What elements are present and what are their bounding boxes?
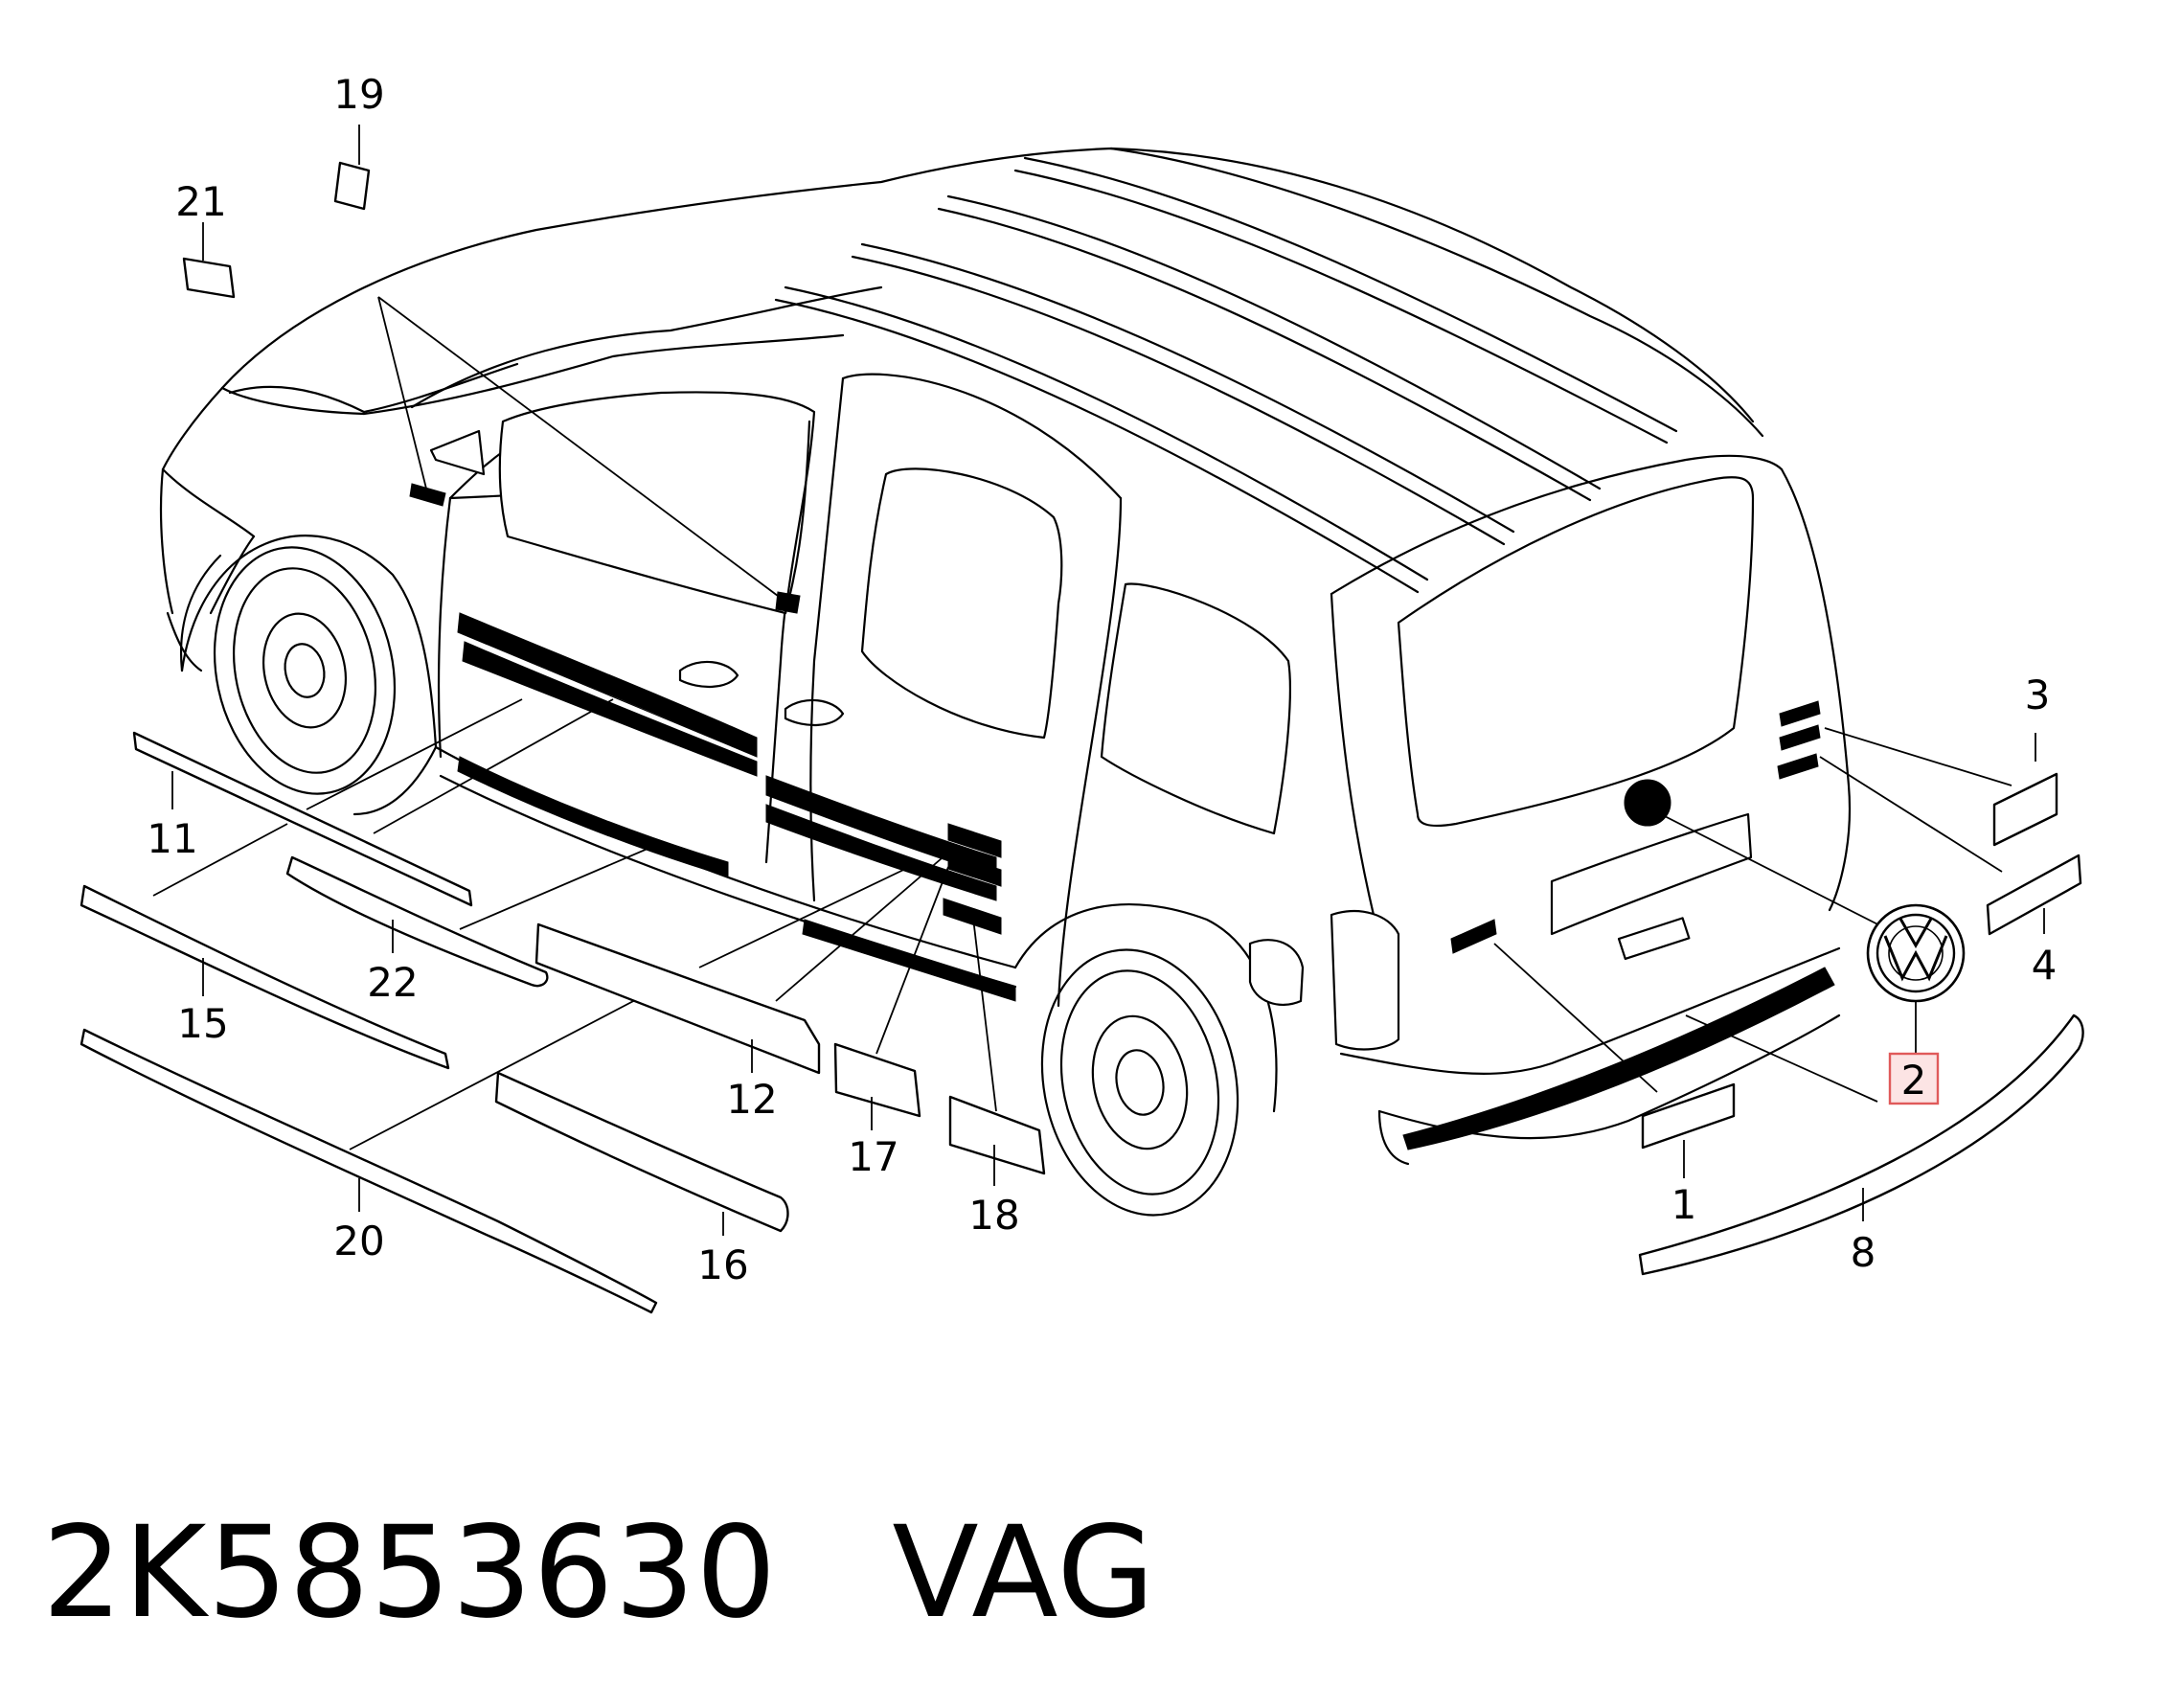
part-12 xyxy=(534,922,821,1075)
part-3 xyxy=(1992,772,2058,847)
part-1 xyxy=(1641,1082,1736,1150)
brand-label: VAG xyxy=(892,1499,1156,1647)
callout-16: 16 xyxy=(697,1241,748,1288)
callout-ticks xyxy=(171,125,2045,1236)
callout-17: 17 xyxy=(848,1133,898,1180)
part-19 xyxy=(333,161,371,211)
part-4 xyxy=(1986,854,2082,936)
caption: 2K5853630 VAG xyxy=(42,1499,1156,1647)
callout-2-highlight xyxy=(1888,1052,1940,1105)
vw-emblem-part xyxy=(1866,903,1966,1003)
detached-parts xyxy=(80,161,2084,1314)
callout-4: 4 xyxy=(2032,942,2058,989)
callout-1: 1 xyxy=(1671,1181,1697,1228)
part-15 xyxy=(80,884,450,1070)
part-18 xyxy=(948,1095,1046,1175)
part-11 xyxy=(132,731,473,907)
callout-2: 2 xyxy=(1901,1057,1927,1104)
callout-19: 19 xyxy=(333,71,384,118)
part-20 xyxy=(80,1028,658,1314)
callout-22: 22 xyxy=(367,959,418,1006)
part-17 xyxy=(833,1042,921,1118)
part-22 xyxy=(285,855,549,988)
callout-labels: 19 21 3 4 2 1 8 11 22 15 12 17 18 20 16 xyxy=(147,71,2057,1288)
callout-15: 15 xyxy=(177,1000,228,1047)
part-16 xyxy=(494,1071,789,1233)
part-number: 2K5853630 xyxy=(42,1499,778,1647)
callout-21: 21 xyxy=(175,178,226,225)
callout-12: 12 xyxy=(726,1076,777,1123)
callout-8: 8 xyxy=(1851,1229,1876,1276)
part-8 xyxy=(1638,1013,2084,1276)
van-body xyxy=(159,147,1852,1217)
callout-11: 11 xyxy=(147,815,197,862)
callout-20: 20 xyxy=(333,1218,384,1264)
part-21 xyxy=(182,257,236,299)
callout-3: 3 xyxy=(2025,672,2051,718)
callout-18: 18 xyxy=(968,1192,1019,1239)
leader-lines xyxy=(152,296,2012,1150)
